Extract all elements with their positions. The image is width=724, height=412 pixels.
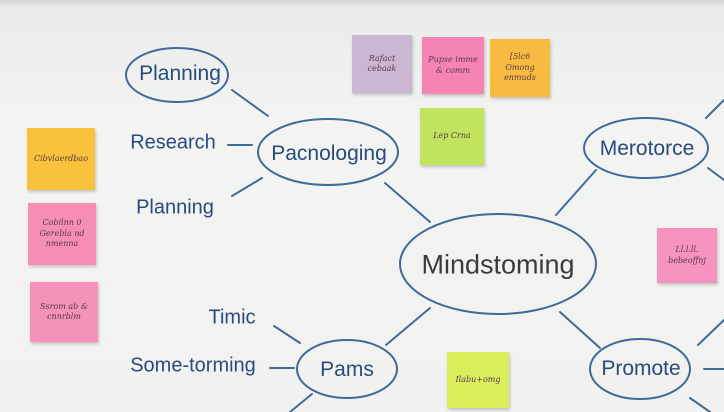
promote-ellipse (589, 338, 691, 400)
label-timic: Timic (208, 306, 256, 329)
connector (705, 99, 724, 119)
connector (555, 169, 597, 216)
connector (697, 319, 724, 346)
sticky-note: Lep Crna (420, 108, 484, 165)
sticky-note: Rafact cebaak (352, 35, 412, 93)
connector (289, 393, 313, 412)
connector (384, 182, 431, 223)
sticky-note: Pupse imme & comm (422, 37, 484, 94)
label-research: Research (130, 131, 216, 154)
connector (231, 177, 263, 197)
node-merotorce: Merotorce (599, 137, 695, 160)
label-some-torming: Some-torming (130, 354, 256, 377)
mindstoming-ellipse (399, 213, 597, 315)
node-promote: Promote (601, 357, 681, 380)
node-planning: Planning (139, 62, 221, 85)
connector (273, 325, 301, 344)
connector (689, 397, 711, 412)
sticky-note: Cibvlaerdbao (27, 128, 95, 190)
sticky-note: Cobilnn 0 Gerebla nd nmenna (28, 203, 96, 265)
node-pams: Pams (320, 358, 374, 381)
connector (231, 89, 269, 117)
merotorce-ellipse (583, 117, 709, 179)
label-planning: Planning (136, 196, 214, 219)
node-pacnologing: Pacnologing (271, 142, 387, 165)
board-frame (0, 0, 724, 8)
connector (385, 307, 431, 346)
connector (559, 311, 601, 349)
pacnologing-ellipse (257, 118, 399, 186)
planning-ellipse (125, 47, 229, 103)
sticky-note: Ll.l.ll. bebeoffnj (657, 228, 717, 283)
sticky-note: Ssrom ab & cnnrblm (30, 282, 98, 342)
sticky-note: [5lc6 Omong enmuds (490, 39, 550, 97)
sticky-note: Ilabu+omg (447, 352, 509, 408)
node-center: Mindstoming (421, 249, 575, 280)
pams-ellipse (296, 339, 398, 399)
connector (707, 167, 724, 181)
